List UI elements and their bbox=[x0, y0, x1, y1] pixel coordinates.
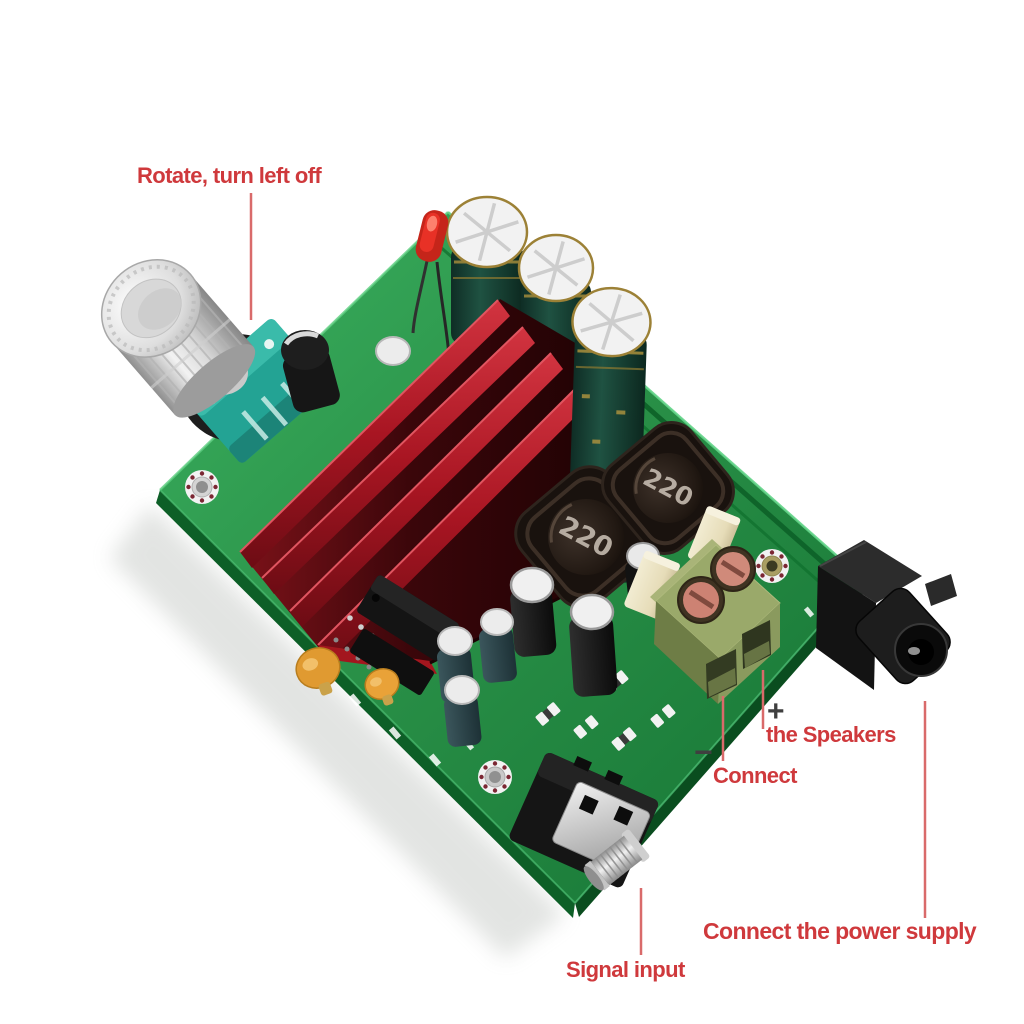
small-capacitor-by-pot bbox=[281, 330, 340, 413]
speakers-callout-label: the Speakers bbox=[766, 722, 896, 747]
rotate-callout-label: Rotate, turn left off bbox=[137, 163, 322, 188]
mounting-hole-right bbox=[755, 549, 789, 583]
plus-symbol: + bbox=[767, 695, 785, 728]
connect-callout-label: Connect bbox=[713, 763, 797, 788]
tantalum-capacitors bbox=[295, 647, 400, 706]
mounting-hole-bottom bbox=[478, 760, 512, 794]
terminal-screw-2 bbox=[710, 546, 756, 592]
dc-jack-center-pin bbox=[908, 647, 920, 655]
board-shadow bbox=[110, 505, 565, 958]
audio-jack-3-5mm bbox=[509, 753, 659, 891]
electrolytic-capacitors-cluster bbox=[437, 542, 663, 747]
minus-symbol: − bbox=[694, 734, 713, 770]
audio-jack-barrel bbox=[583, 829, 650, 891]
callout-lines bbox=[249, 193, 927, 955]
opamp-ic bbox=[333, 575, 459, 695]
power-callout-label: Connect the power supply bbox=[703, 918, 977, 944]
power-inductor-2: 220 bbox=[601, 421, 735, 555]
mounting-hole-left bbox=[185, 470, 219, 504]
power-led bbox=[411, 210, 451, 357]
volume-knob bbox=[100, 258, 256, 418]
dc-power-jack bbox=[816, 540, 957, 690]
electrolytic-capacitor-2 bbox=[517, 233, 595, 375]
speaker-terminal-block bbox=[650, 539, 781, 704]
signal-callout-label: Signal input bbox=[566, 957, 685, 982]
terminal-screw-1 bbox=[677, 576, 725, 624]
hidden-capacitor-top bbox=[375, 336, 411, 366]
